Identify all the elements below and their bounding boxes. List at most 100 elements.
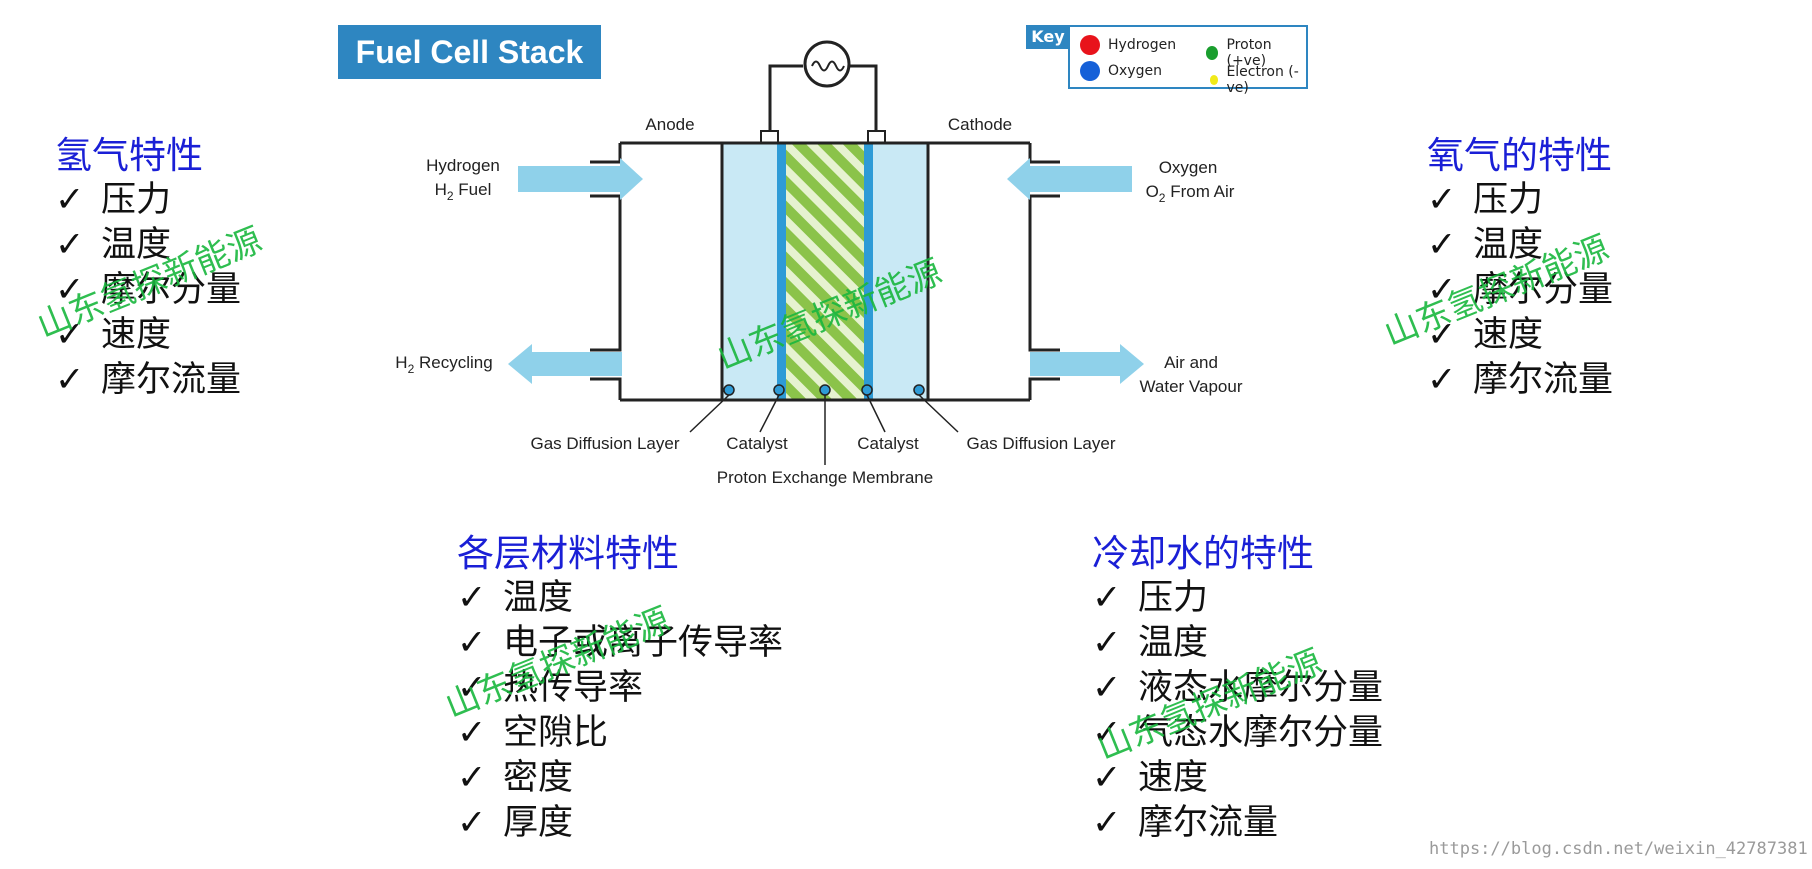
- source-url: https://blog.csdn.net/weixin_42787381: [1429, 839, 1808, 859]
- section-heading: 氧气的特性: [1427, 134, 1612, 177]
- check-icon: ✓: [55, 180, 85, 220]
- section-heading: 氢气特性: [55, 134, 203, 177]
- catalyst-left-label: Catalyst: [726, 434, 788, 453]
- list-item: ✓摩尔流量: [55, 358, 241, 403]
- list-item: ✓温度: [1427, 223, 1613, 268]
- membrane-dot-icon: [819, 384, 831, 396]
- hydrogen-dot-icon: [1080, 35, 1100, 55]
- air-water-out-arrow: [1030, 344, 1144, 384]
- oxygen-in-label: Oxygen: [1159, 158, 1218, 177]
- key-item-electron: Electron (-ve): [1208, 64, 1306, 96]
- catalyst-right-dot-icon: [861, 384, 873, 396]
- list-item: ✓气态水摩尔分量: [1092, 711, 1383, 756]
- check-icon: ✓: [55, 225, 85, 265]
- section-heading: 各层材料特性: [457, 532, 679, 575]
- gdl-right-dot-icon: [913, 384, 925, 396]
- air-water-label-line1: Air and: [1164, 353, 1218, 372]
- list-item: ✓压力: [1427, 178, 1613, 223]
- catalyst-right-label: Catalyst: [857, 434, 919, 453]
- check-icon: ✓: [1092, 803, 1122, 843]
- gas-diffusion-layer-right: [873, 143, 928, 400]
- key-legend: Hydrogen Proton (+ve) Oxygen Electron (-…: [1068, 25, 1308, 96]
- hydrogen-in-label: Hydrogen: [426, 156, 500, 175]
- catalyst-layer-right: [864, 143, 873, 400]
- list-item: ✓温度: [55, 223, 241, 268]
- key-item-hydrogen: Hydrogen: [1080, 35, 1176, 55]
- gdl-left-label: Gas Diffusion Layer: [531, 434, 680, 453]
- list-item: ✓空隙比: [457, 711, 783, 756]
- gas-diffusion-layer-left: [722, 143, 777, 400]
- list-item: ✓电子或离子传导率: [457, 621, 783, 666]
- key-item-label: Oxygen: [1108, 63, 1162, 79]
- anode-label: Anode: [645, 115, 694, 134]
- proton-dot-icon: [1206, 46, 1219, 60]
- list-item: ✓摩尔流量: [1092, 801, 1383, 846]
- check-icon: ✓: [1427, 225, 1457, 265]
- proton-exchange-membrane: [786, 143, 864, 400]
- list-item: ✓摩尔分量: [55, 268, 241, 313]
- check-icon: ✓: [1092, 668, 1122, 708]
- key-item-proton: Proton (+ve): [1206, 37, 1306, 69]
- oxygen-properties: 氧气的特性 ✓压力 ✓温度 ✓摩尔分量 ✓速度 ✓摩尔流量: [1427, 134, 1613, 403]
- load-icon: [803, 40, 851, 88]
- air-water-label-line2: Water Vapour: [1140, 377, 1243, 396]
- check-icon: ✓: [457, 623, 487, 663]
- list-item: ✓摩尔分量: [1427, 268, 1613, 313]
- check-icon: ✓: [55, 270, 85, 310]
- list-item: ✓温度: [1092, 621, 1383, 666]
- gdl-right-label: Gas Diffusion Layer: [967, 434, 1116, 453]
- key-item-label: Hydrogen: [1108, 37, 1177, 53]
- check-icon: ✓: [457, 758, 487, 798]
- key-item-label: Electron (-ve): [1226, 64, 1299, 96]
- h2-recycling-arrow: [508, 344, 622, 384]
- list-item: ✓液态水摩尔分量: [1092, 666, 1383, 711]
- check-icon: ✓: [1092, 623, 1122, 663]
- list-item: ✓热传导率: [457, 666, 783, 711]
- circuit-terminal-right: [867, 130, 886, 144]
- pem-label: Proton Exchange Membrane: [717, 468, 933, 487]
- list-item: ✓温度: [457, 576, 783, 621]
- list-item: ✓速度: [1427, 313, 1613, 358]
- list-item: ✓速度: [1092, 756, 1383, 801]
- check-icon: ✓: [1092, 758, 1122, 798]
- check-icon: ✓: [1092, 713, 1122, 753]
- check-icon: ✓: [1092, 578, 1122, 618]
- list-item: ✓速度: [55, 313, 241, 358]
- hydrogen-in-arrow: [518, 158, 643, 200]
- coolant-properties: 冷却水的特性 ✓压力 ✓温度 ✓液态水摩尔分量 ✓气态水摩尔分量 ✓速度 ✓摩尔…: [1092, 532, 1383, 846]
- cathode-label: Cathode: [948, 115, 1012, 134]
- external-circuit: [760, 40, 886, 144]
- list-item: ✓密度: [457, 756, 783, 801]
- check-icon: ✓: [457, 578, 487, 618]
- oxygen-in-formula: O2 From Air: [1146, 182, 1235, 205]
- check-icon: ✓: [55, 315, 85, 355]
- oxygen-in-arrow: [1007, 158, 1132, 200]
- check-icon: ✓: [457, 803, 487, 843]
- check-icon: ✓: [1427, 315, 1457, 355]
- check-icon: ✓: [1427, 270, 1457, 310]
- catalyst-layer-left: [777, 143, 786, 400]
- check-icon: ✓: [1427, 360, 1457, 400]
- list-item: ✓压力: [55, 178, 241, 223]
- key-item-oxygen: Oxygen: [1080, 61, 1162, 81]
- oxygen-dot-icon: [1080, 61, 1100, 81]
- check-icon: ✓: [55, 360, 85, 400]
- gdl-left-dot-icon: [723, 384, 735, 396]
- electron-dot-icon: [1210, 75, 1219, 85]
- circuit-terminal-left: [760, 130, 779, 144]
- check-icon: ✓: [457, 713, 487, 753]
- key-label: Key: [1026, 25, 1070, 49]
- key-item-label: Proton (+ve): [1226, 37, 1272, 69]
- section-heading: 冷却水的特性: [1092, 532, 1314, 575]
- page-title: Fuel Cell Stack: [338, 25, 601, 79]
- list-item: ✓厚度: [457, 801, 783, 846]
- catalyst-left-dot-icon: [773, 384, 785, 396]
- h2-recycling-label: H2 Recycling: [395, 353, 492, 376]
- list-item: ✓压力: [1092, 576, 1383, 621]
- check-icon: ✓: [457, 668, 487, 708]
- materials-properties: 各层材料特性 ✓温度 ✓电子或离子传导率 ✓热传导率 ✓空隙比 ✓密度 ✓厚度: [457, 532, 783, 846]
- hydrogen-properties: 氢气特性 ✓压力 ✓温度 ✓摩尔分量 ✓速度 ✓摩尔流量: [55, 134, 241, 403]
- list-item: ✓摩尔流量: [1427, 358, 1613, 403]
